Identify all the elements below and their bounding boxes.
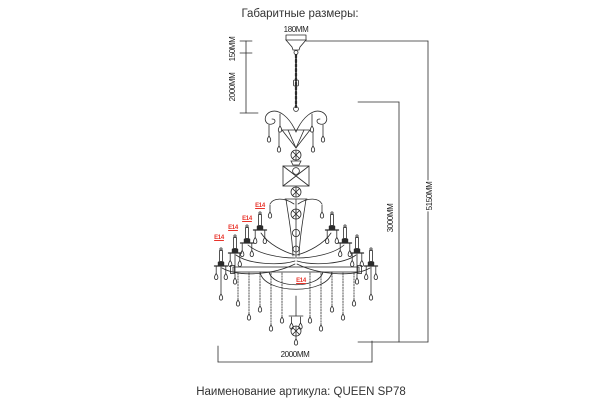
dim-body-width-label: 2000MM: [280, 350, 310, 359]
socket-type-label: E14: [242, 216, 252, 222]
chandelier-art: [215, 39, 378, 346]
socket-type-label: E14: [228, 225, 238, 231]
dim-total-height-label: 5150MM: [425, 180, 434, 212]
dimension-lines: [217, 34, 429, 363]
page-title: Габаритные размеры:: [241, 8, 359, 20]
socket-type-label: E14: [296, 278, 306, 284]
socket-type-label: E14: [214, 235, 224, 241]
dim-canopy-height-label: 150MM: [228, 36, 237, 62]
article-name-text: Наименование артикула: QUEEN SP78: [196, 386, 406, 398]
socket-type-label: E14: [255, 203, 265, 209]
dim-canopy-width-label: 180MM: [283, 25, 309, 34]
dim-chain-length-label: 2000MM: [228, 72, 237, 102]
dim-body-height-label: 3000MM: [386, 203, 395, 233]
